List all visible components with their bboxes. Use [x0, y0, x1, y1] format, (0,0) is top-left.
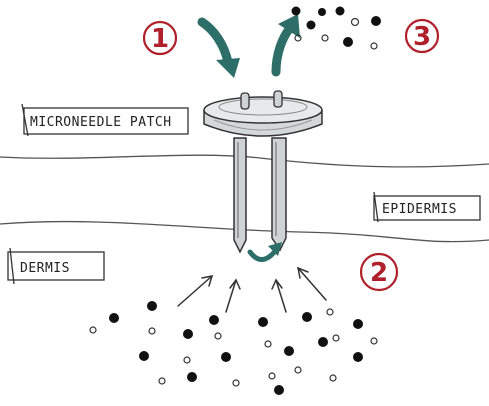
diffusion-arrow-icon — [225, 278, 241, 313]
microneedle-right — [271, 137, 287, 252]
diffusion-arrow-icon — [296, 266, 327, 301]
step-1-number: 1 — [151, 24, 169, 54]
patch-label-text: MICRONEEDLE PATCH — [30, 115, 172, 130]
diffusion-arrow-icon — [177, 275, 214, 307]
dermis-particles — [89, 301, 378, 395]
step-1-badge: 1 — [142, 20, 178, 56]
dermis-label: DERMIS — [7, 247, 105, 285]
microneedle-patch-disc — [203, 96, 323, 137]
apply-arrow-icon — [197, 17, 240, 78]
step-3-number: 3 — [413, 22, 431, 52]
removal-arrow-icon — [271, 14, 300, 77]
microneedle-left — [233, 137, 247, 254]
skin-surface-line — [0, 154, 489, 168]
patch-top-studs — [240, 90, 283, 110]
release-arrow-icon — [247, 242, 282, 262]
epidermis-label-text: EPIDERMIS — [382, 202, 457, 217]
diffusion-arrows — [177, 266, 327, 313]
dermis-label-text: DERMIS — [20, 261, 70, 276]
step-2-number: 2 — [370, 258, 388, 288]
epidermis-label: EPIDERMIS — [373, 191, 481, 223]
diffusion-arrow-icon — [271, 278, 287, 313]
patch-label: MICRONEEDLE PATCH — [21, 103, 189, 137]
step-2-badge: 2 — [359, 252, 399, 292]
removed-particles — [291, 6, 381, 50]
step-3-badge: 3 — [404, 18, 440, 54]
